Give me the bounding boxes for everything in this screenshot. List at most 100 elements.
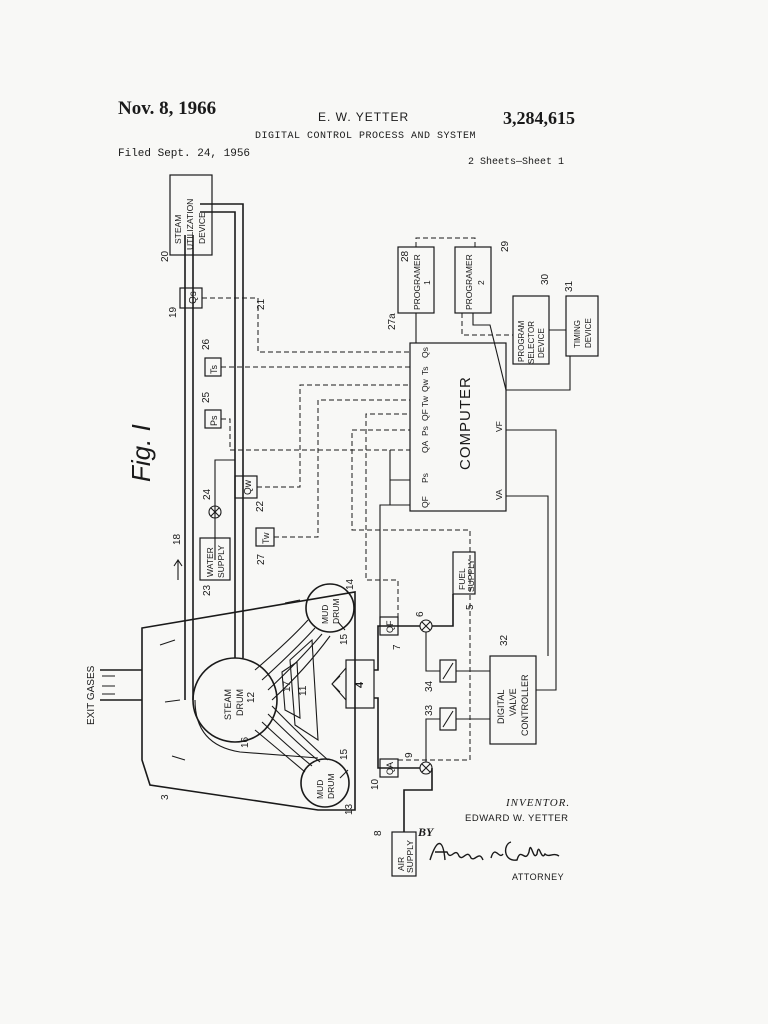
steam-drum-label-1: STEAM — [223, 689, 233, 720]
ts-label: Ts — [209, 365, 219, 375]
mud-drum-bottom — [300, 758, 350, 808]
input-ps: Ps — [420, 426, 430, 436]
timing-device — [565, 295, 599, 357]
qf-tap — [379, 504, 410, 626]
exit-gas-duct — [100, 669, 142, 701]
ref-3: 3 — [160, 794, 171, 800]
control-system: COMPUTER 27a Qs Ts Qw Tw QF Ps QA Ps QF … — [202, 237, 599, 768]
baffle-11 — [289, 638, 319, 742]
timing-label-1: TIMING — [573, 320, 582, 348]
ref-25: 25 — [201, 391, 212, 403]
baffle-17 — [281, 661, 301, 719]
computer-label: COMPUTER — [457, 376, 474, 470]
ref-21: 21 — [256, 298, 267, 310]
qs-label: Qs — [188, 291, 199, 304]
ref-11: 11 — [298, 685, 309, 696]
air-valve-cross — [421, 763, 431, 773]
steam-util-label-3: DEVICE — [197, 212, 207, 244]
ref-22: 22 — [255, 500, 266, 512]
water-supply-label-2: SUPPLY — [216, 545, 226, 578]
selector-label-3: DEVICE — [537, 328, 546, 358]
input-qs: Qs — [420, 347, 430, 358]
ref-24: 24 — [202, 488, 213, 500]
gas-flow-arrows — [159, 599, 349, 779]
tw-signal — [274, 399, 410, 538]
qw-signal — [257, 384, 410, 488]
output-va: VA — [494, 489, 504, 500]
output-vf: VF — [494, 421, 504, 432]
mud-drum-top-label-1: MUD — [320, 605, 330, 624]
ref-10: 10 — [370, 778, 381, 790]
exit-gas-arrows — [102, 675, 115, 695]
input-ts: Ts — [420, 367, 430, 376]
fuel-supply — [452, 551, 476, 595]
input-qw: Qw — [420, 378, 430, 392]
feedwater-line — [214, 459, 235, 560]
actuator-links — [425, 632, 440, 762]
qs-signal — [202, 297, 410, 353]
dvc-label-2: VALVE — [508, 688, 518, 716]
fuel-line — [374, 594, 454, 671]
burner-4 — [345, 659, 375, 709]
feedwater-valve-cross — [210, 507, 220, 517]
ref-29: 29 — [500, 240, 511, 252]
upper-tube-bank — [254, 619, 331, 701]
attorney-label: ATTORNEY — [512, 872, 565, 882]
ref-13: 13 — [344, 803, 355, 815]
patent-number: 3,284,615 — [503, 108, 575, 128]
ref-20: 20 — [160, 250, 171, 262]
mud-drum-top-label-2: DRUM — [331, 599, 341, 625]
vf-output — [506, 429, 557, 691]
feedwater-valve-24 — [208, 505, 222, 519]
ref-18: 18 — [172, 533, 183, 545]
actuator-slashes — [442, 662, 454, 728]
digital-valve-controller — [489, 655, 537, 745]
ref-19: 19 — [168, 306, 179, 318]
ps-signal — [221, 418, 410, 451]
input-qf2: QF — [420, 496, 430, 508]
exit-gases-label: EXIT GASES — [86, 665, 97, 725]
dvc-to-actuators — [456, 670, 490, 720]
ref-15b: 15 — [339, 748, 350, 760]
ref-27a: 27a — [387, 313, 398, 330]
mud-drum-top — [305, 583, 355, 633]
air-supply-label-2: SUPPLY — [405, 840, 415, 873]
ref-6: 6 — [415, 611, 426, 617]
burner-flame — [331, 667, 347, 701]
steam-utilization-device — [169, 174, 213, 256]
ref-32: 32 — [499, 634, 510, 646]
qa-signal — [351, 429, 471, 768]
steam-flow-arrow — [173, 559, 183, 580]
ref-23: 23 — [202, 584, 213, 596]
fuel-supply-label-2: SUPPLY — [466, 559, 476, 592]
furnace-casing — [141, 591, 356, 811]
downcomer-16 — [194, 699, 319, 759]
programer-links — [415, 313, 507, 391]
timing-label-2: DEVICE — [584, 318, 593, 348]
attorney-signature — [429, 841, 560, 861]
inventor-name: EDWARD W. YETTER — [465, 813, 569, 824]
filed-date: Filed Sept. 24, 1956 — [118, 148, 251, 160]
ref-27: 27 — [256, 553, 267, 565]
air-line — [374, 697, 433, 832]
ref-34: 34 — [424, 680, 435, 692]
ref-14: 14 — [345, 578, 356, 590]
qf-label: QF — [385, 620, 395, 633]
inventor-header: E. W. YETTER — [318, 110, 410, 124]
patent-date: Nov. 8, 1966 — [118, 98, 217, 119]
programer2-label-1: PROGRAMER — [464, 254, 474, 310]
programer1-label-1: PROGRAMER — [412, 254, 422, 310]
boiler-furnace: EXIT GASES STEAM DRUM MUD DRUM MUD DRUM … — [86, 578, 375, 815]
input-ps2: Ps — [420, 473, 430, 483]
fuel-valve-cross — [421, 621, 431, 631]
qa-label: QA — [385, 762, 395, 775]
ref-12: 12 — [246, 691, 257, 703]
computer-block — [409, 342, 507, 512]
air-supply-label-1: AIR — [396, 857, 406, 871]
ref-9: 9 — [404, 752, 415, 758]
va-output — [506, 495, 549, 656]
figure-label: Fig. I — [126, 424, 156, 482]
steam-line-18 — [184, 235, 194, 700]
timing-links — [506, 329, 571, 391]
